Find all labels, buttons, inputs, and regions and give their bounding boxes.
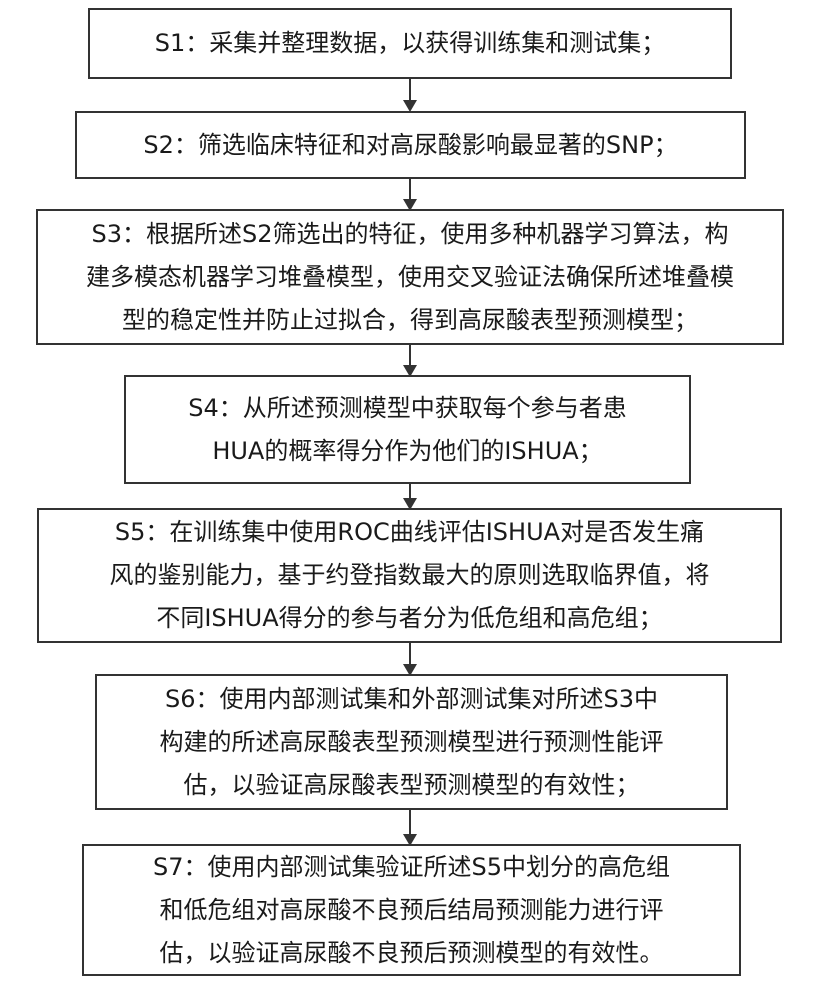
step-s4-text-line2: HUA的概率得分作为他们的ISHUA； xyxy=(212,436,603,465)
step-s3-text-line1: S3：根据所述S2筛选出的特征，使用多种机器学习算法，构 xyxy=(91,219,729,248)
step-s6-box: S6：使用内部测试集和外部测试集对所述S3中 构建的所述高尿酸表型预测模型进行预… xyxy=(95,674,728,810)
arrow-s4-s5 xyxy=(403,484,417,510)
step-s7-text-line2: 和低危组对高尿酸不良预后结局预测能力进行评 xyxy=(159,895,664,924)
step-s6-text-line3: 估，以验证高尿酸表型预测模型的有效性； xyxy=(183,770,640,799)
step-s1-box: S1：采集并整理数据，以获得训练集和测试集； xyxy=(88,8,732,79)
arrow-s5-s6 xyxy=(403,643,417,676)
step-s7-box: S7：使用内部测试集验证所述S5中划分的高危组 和低危组对高尿酸不良预后结局预测… xyxy=(82,844,741,976)
step-s2-box: S2：筛选临床特征和对高尿酸影响最显著的SNP； xyxy=(75,111,746,179)
step-s5-text-line2: 风的鉴别能力，基于约登指数最大的原则选取临界值，将 xyxy=(109,561,710,589)
arrow-s6-s7 xyxy=(403,810,417,846)
step-s5-box: S5：在训练集中使用ROC曲线评估ISHUA对是否发生痛 风的鉴别能力，基于约登… xyxy=(37,508,782,643)
arrow-s3-s4 xyxy=(403,345,417,377)
step-s4-box: S4：从所述预测模型中获取每个参与者患 HUA的概率得分作为他们的ISHUA； xyxy=(124,375,691,484)
step-s5-text-line1: S5：在训练集中使用ROC曲线评估ISHUA对是否发生痛 xyxy=(114,518,705,546)
step-s6-text-line2: 构建的所述高尿酸表型预测模型进行预测性能评 xyxy=(159,727,664,756)
step-s3-box: S3：根据所述S2筛选出的特征，使用多种机器学习算法，构 建多模态机器学习堆叠模… xyxy=(36,209,784,345)
step-s3-text-line2: 建多模态机器学习堆叠模型，使用交叉验证法确保所述堆叠模 xyxy=(86,262,734,291)
step-s5-text-line3: 不同ISHUA得分的参与者分为低危组和高危组； xyxy=(156,604,663,632)
step-s2-text: S2：筛选临床特征和对高尿酸影响最显著的SNP； xyxy=(143,130,678,159)
step-s3-text-line3: 型的稳定性并防止过拟合，得到高尿酸表型预测模型； xyxy=(122,305,698,334)
arrow-s1-s2 xyxy=(403,79,417,112)
step-s6-text-line1: S6：使用内部测试集和外部测试集对所述S3中 xyxy=(164,684,658,713)
arrow-s2-s3 xyxy=(403,179,417,211)
step-s4-text-line1: S4：从所述预测模型中获取每个参与者患 xyxy=(188,393,627,422)
step-s1-text: S1：采集并整理数据，以获得训练集和测试集； xyxy=(154,29,666,57)
step-s7-text-line1: S7：使用内部测试集验证所述S5中划分的高危组 xyxy=(152,852,670,881)
step-s7-text-line3: 估，以验证高尿酸不良预后预测模型的有效性。 xyxy=(159,938,664,967)
